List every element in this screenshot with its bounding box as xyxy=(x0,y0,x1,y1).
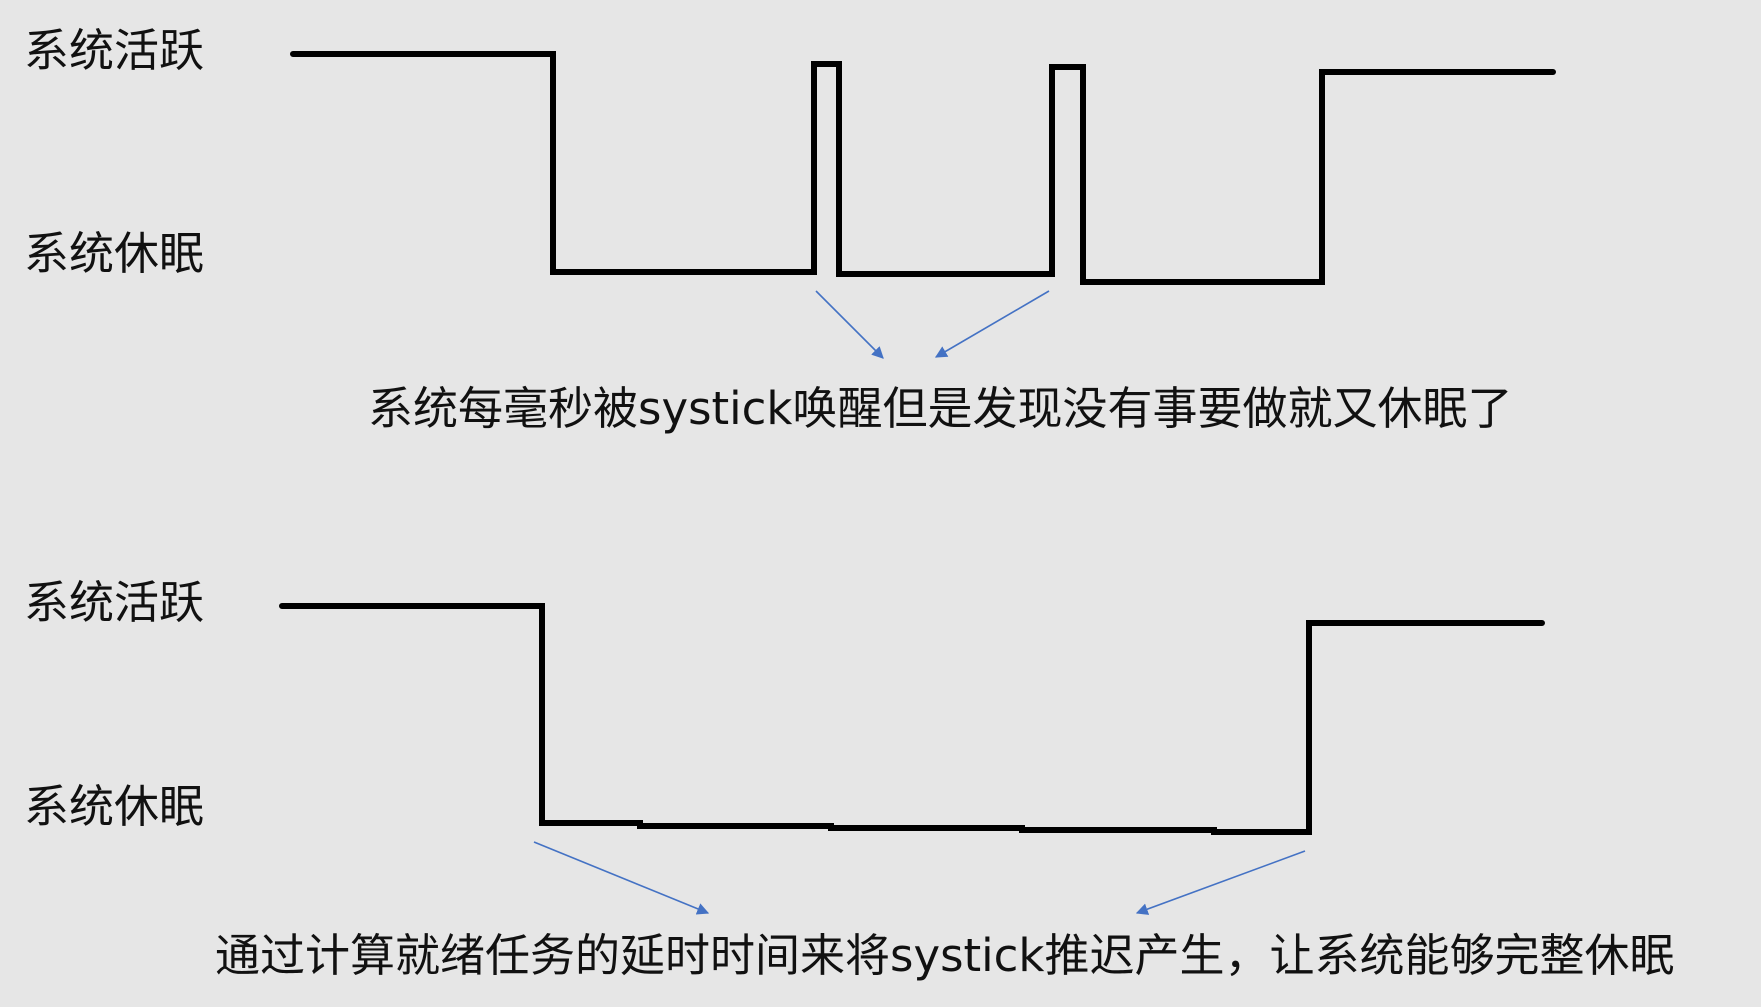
diagram2-arrow-right xyxy=(1135,850,1306,915)
diagram1-arrow-right xyxy=(934,290,1050,358)
diagram2-active-label: 系统活跃 xyxy=(24,576,205,629)
diagram1-arrow-left xyxy=(815,290,884,359)
diagram2-arrow-left xyxy=(533,841,710,915)
diagram1-waveform xyxy=(290,51,1556,285)
diagram2-waveform xyxy=(279,603,1545,835)
diagram1-sleep-label: 系统休眠 xyxy=(24,227,205,280)
diagram2-sleep-label: 系统休眠 xyxy=(24,780,205,833)
diagram1-caption: 系统每毫秒被systick唤醒但是发现没有事要做就又休眠了 xyxy=(368,382,1513,435)
diagram2-caption: 通过计算就绪任务的延时时间来将systick推迟产生，让系统能够完整休眠 xyxy=(215,929,1675,982)
diagram1-active-label: 系统活跃 xyxy=(24,24,205,77)
